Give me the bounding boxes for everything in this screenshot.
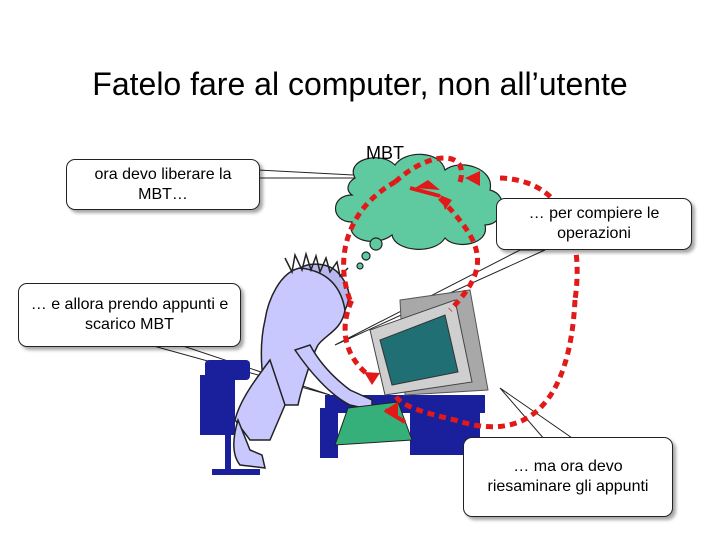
monitor-icon [370, 290, 488, 395]
callout-riesaminare-text: … ma ora devo riesaminare gli appunti [470, 457, 666, 497]
callout-liberare: ora devo liberare la MBT… [66, 159, 260, 210]
callout-appunti-text: … e allora prendo appunti e scarico MBT [25, 295, 234, 335]
callout-liberare-text: ora devo liberare la MBT… [73, 165, 253, 205]
callout-compiere-text: … per compiere le operazioni [503, 204, 685, 244]
cloud-label: MBT [366, 143, 404, 164]
callout-riesaminare: … ma ora devo riesaminare gli appunti [463, 437, 673, 517]
pointer-riesaminare [500, 388, 575, 440]
callout-compiere: … per compiere le operazioni [496, 198, 692, 250]
callout-appunti: … e allora prendo appunti e scarico MBT [18, 283, 241, 347]
